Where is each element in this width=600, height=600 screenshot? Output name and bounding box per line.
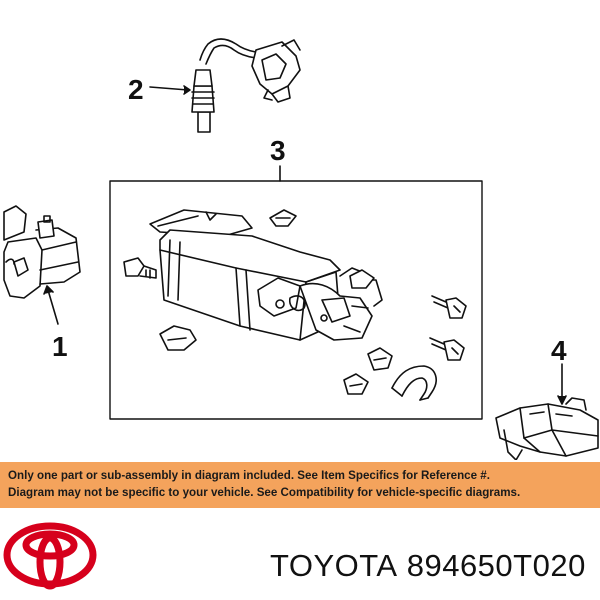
- vacuum-valve-part: [3, 205, 81, 299]
- callout-3: 3: [270, 135, 286, 166]
- part-number: 894650T020: [406, 548, 586, 583]
- clip-fastener-top: [269, 209, 297, 227]
- assembly-box: [109, 180, 483, 420]
- charcoal-canister-part: [149, 209, 383, 341]
- clip-lower-left: [343, 373, 369, 395]
- grommet-lower-left: [159, 325, 197, 351]
- bolt-right-lower: [429, 337, 465, 361]
- leader-line-2: [149, 86, 189, 91]
- vacuum-hose: [391, 365, 437, 401]
- bolt-left: [123, 257, 157, 279]
- toyota-logo-icon: [3, 522, 97, 590]
- bracket-part: [495, 397, 599, 460]
- callout-4: 4: [551, 335, 567, 366]
- brand-name: TOYOTA: [270, 548, 398, 583]
- callout-2: 2: [128, 74, 144, 105]
- leader-line-1: [47, 289, 59, 325]
- part-label: TOYOTA 894650T020: [270, 548, 595, 588]
- parts-diagram: 2 3 1 4: [3, 38, 599, 460]
- oxygen-sensor-part: [191, 38, 301, 133]
- disclaimer-line-1: Only one part or sub-assembly in diagram…: [8, 469, 490, 482]
- clip-lower-middle: [367, 347, 393, 371]
- clip-right-upper: [349, 269, 375, 289]
- disclaimer-banner: Only one part or sub-assembly in diagram…: [0, 462, 600, 508]
- bolt-right-upper: [431, 295, 467, 319]
- callout-1: 1: [52, 331, 68, 362]
- disclaimer-line-2: Diagram may not be specific to your vehi…: [8, 486, 521, 499]
